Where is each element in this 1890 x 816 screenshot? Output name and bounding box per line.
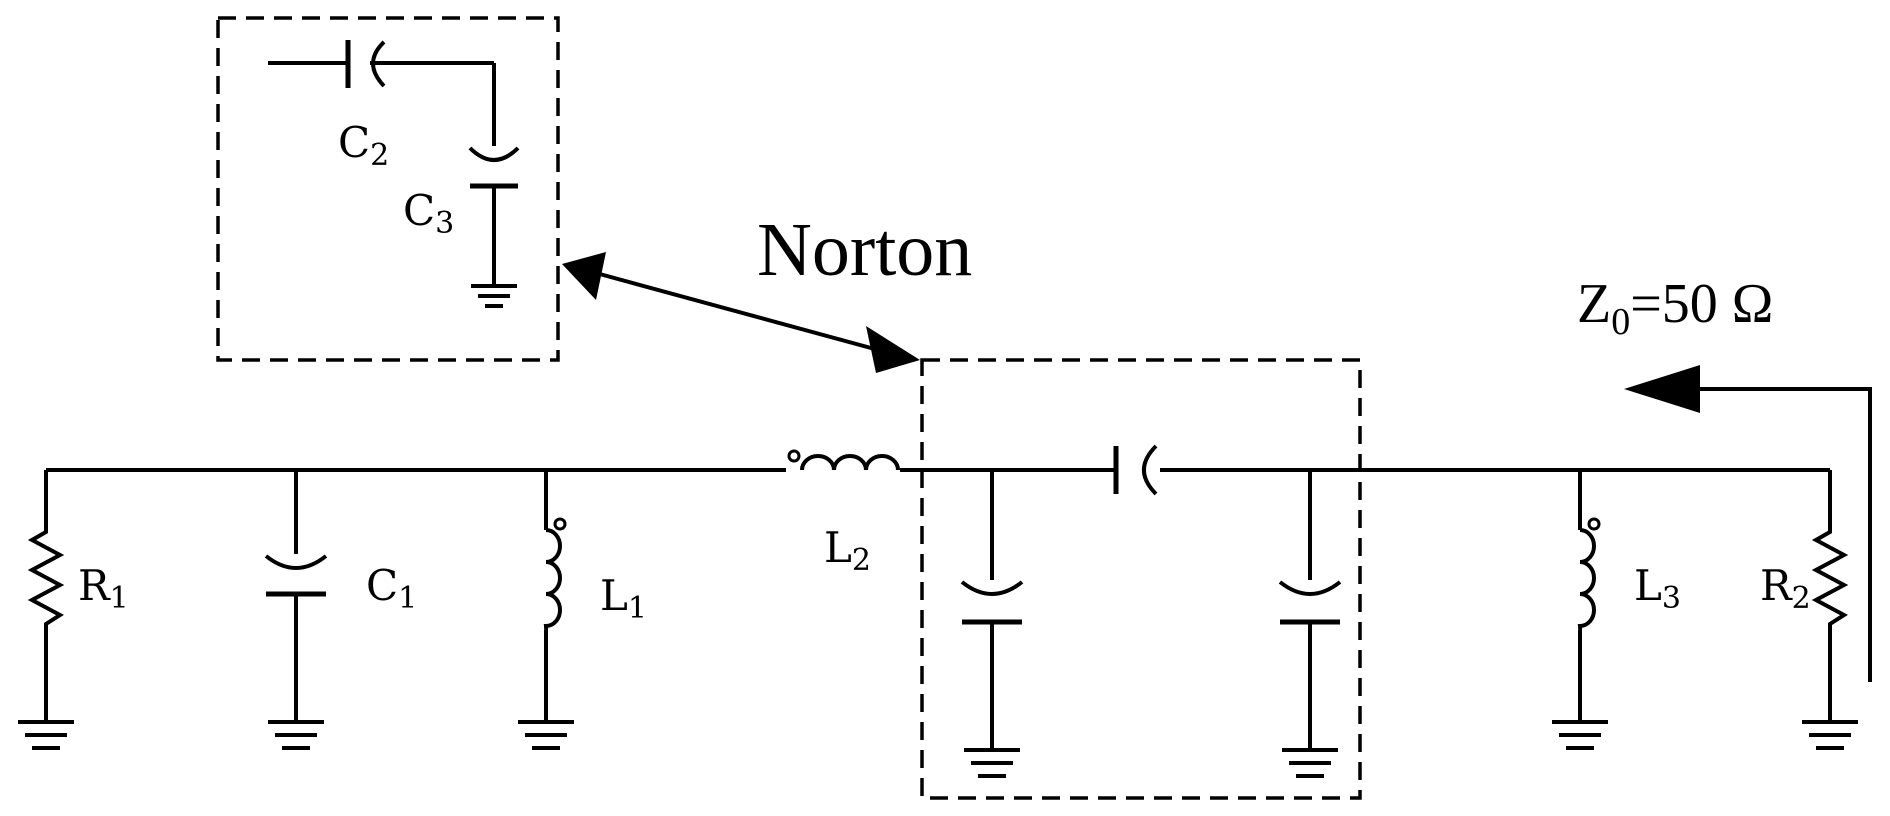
- ground-l3: [1552, 720, 1608, 750]
- c1-label: C1: [366, 561, 417, 616]
- l2-label: L2: [824, 523, 871, 578]
- c2-label: C2: [338, 118, 389, 173]
- impedance-arrow: [1624, 365, 1872, 682]
- r2-label: R2: [1760, 561, 1811, 616]
- ground-shunt-left: [964, 748, 1020, 778]
- ground-c1: [268, 720, 324, 750]
- series-capacitor: [1113, 444, 1158, 496]
- c3-label: C3: [403, 186, 454, 241]
- norton-equivalent-box: [216, 16, 560, 362]
- inductor-l1: [543, 470, 567, 722]
- norton-double-arrow: [562, 252, 920, 373]
- r1-label: R1: [78, 561, 129, 616]
- pi-network-box: [920, 358, 1362, 800]
- norton-equivalent-network: [268, 40, 520, 308]
- ground-r2: [1802, 720, 1858, 750]
- shunt-capacitor-right: [1278, 470, 1342, 750]
- inductor-l2: [787, 449, 900, 471]
- norton-label: Norton: [757, 208, 972, 292]
- impedance-label: Z0=50 Ω: [1577, 273, 1773, 343]
- capacitor-c1: [264, 470, 328, 722]
- l1-label: L1: [600, 571, 647, 626]
- shunt-capacitor-left: [960, 470, 1024, 750]
- l3-label: L3: [1634, 561, 1681, 616]
- resistor-r1: [27, 470, 65, 722]
- ground-shunt-right: [1282, 748, 1338, 778]
- inductor-l3: [1577, 470, 1601, 722]
- resistor-r2: [1811, 470, 1849, 722]
- ground-r1: [18, 720, 74, 750]
- ground-l1: [518, 720, 574, 750]
